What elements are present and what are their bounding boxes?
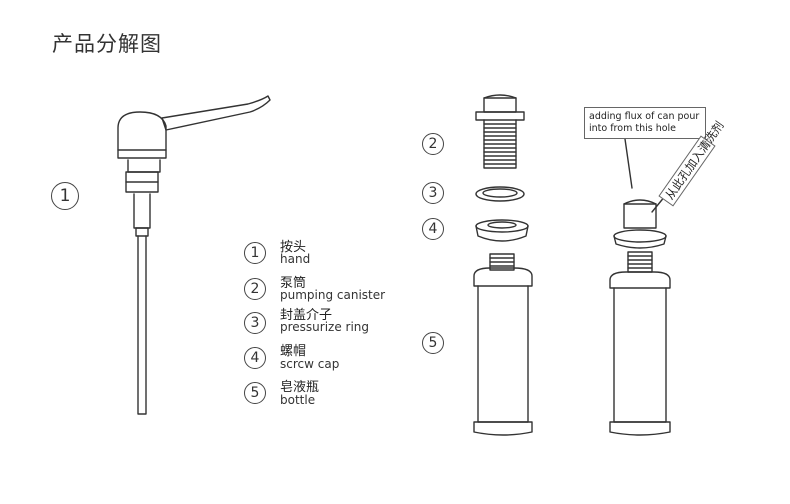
legend-label-cn: 封盖介子 [280,308,333,323]
pressure-ring-drawing [475,186,525,202]
legend-number: 1 [244,242,266,264]
legend-label-cn: 螺帽 [280,344,307,359]
legend-number: 5 [244,382,266,404]
legend-number: 2 [244,278,266,300]
note-english-line-1: adding flux of can pour [589,111,700,122]
legend-label-en: pressurize ring [280,320,370,334]
screw-cap-drawing [475,219,529,242]
pumping-canister-drawing [475,94,525,169]
callout-4: 4 [422,218,444,240]
pump-head-drawing [117,95,271,415]
callout-3: 3 [422,182,444,204]
note-english: adding flux of can pour into from this h… [584,107,706,139]
legend-label-cn: 泵筒 [280,276,307,291]
legend-label-en: bottle [280,393,316,407]
callout-5: 5 [422,332,444,354]
legend-label-cn: 皂液瓶 [280,380,320,395]
note-en-leader [623,131,633,189]
bottle-drawing [473,253,533,436]
legend-label-en: pumping canister [280,288,386,302]
callout-2: 2 [422,133,444,155]
page-title: 产品分解图 [52,32,162,56]
legend-number: 4 [244,347,266,369]
legend-label-en: scrcw cap [280,357,340,371]
assembled-dispenser-drawing [609,199,671,436]
callout-1: 1 [51,182,79,210]
note-english-line-2: into from this hole [589,123,677,134]
legend-label-en: hand [280,252,311,266]
legend-number: 3 [244,312,266,334]
legend-label-cn: 按头 [280,240,307,255]
